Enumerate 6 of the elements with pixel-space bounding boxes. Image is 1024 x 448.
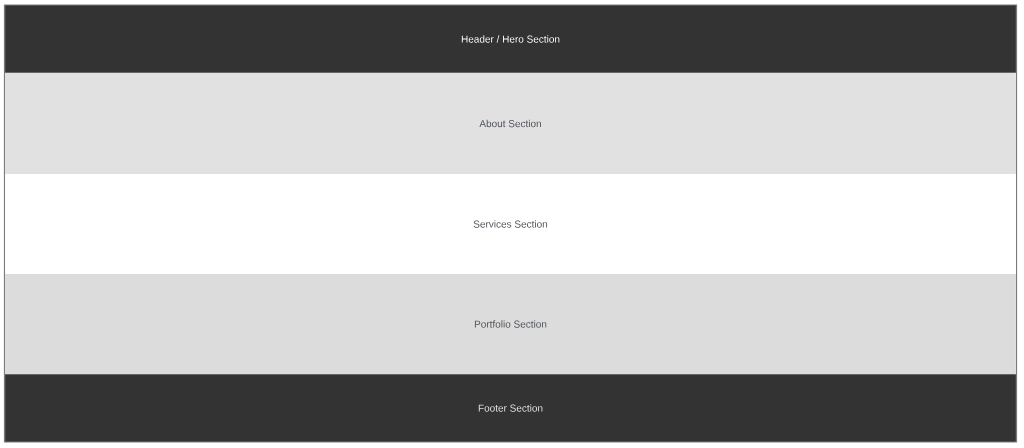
section-band: Footer Section — [5, 374, 1016, 442]
section-band: About Section — [5, 73, 1016, 174]
section-band: Services Section — [5, 174, 1016, 274]
section-band: Header / Hero Section — [5, 5, 1016, 73]
node-label: Services Section — [473, 220, 548, 228]
section-band: Portfolio Section — [5, 274, 1016, 374]
